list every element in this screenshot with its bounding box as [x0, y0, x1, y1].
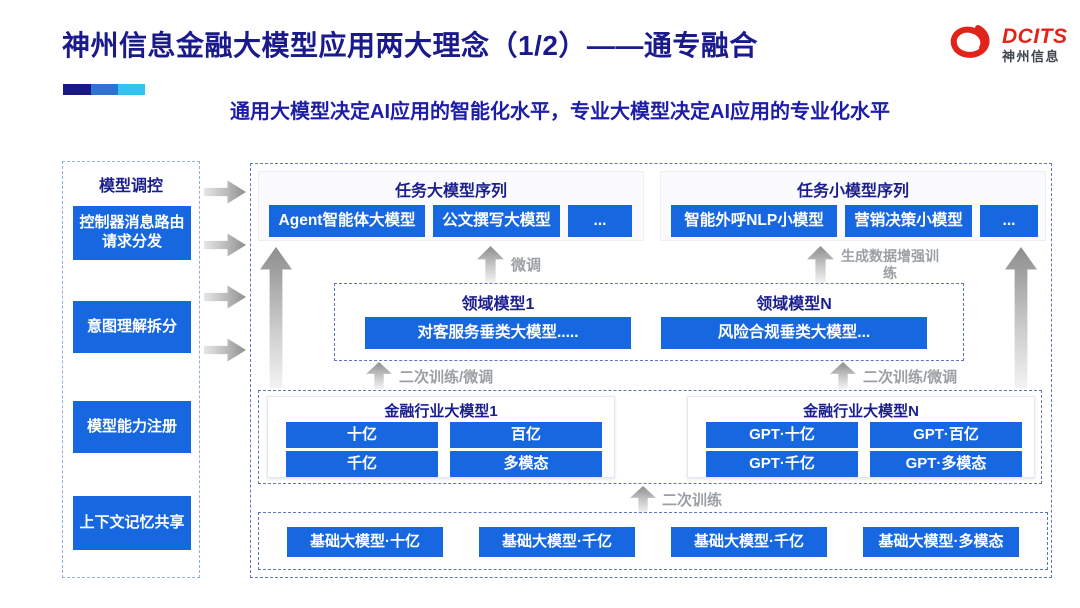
base-model-chip: 基础大模型·千亿	[479, 527, 635, 557]
domain-1-title: 领域模型1	[461, 296, 535, 313]
base-model-chip: 基础大模型·十亿	[287, 527, 443, 557]
retrain-finetune-label: 二次训练/微调	[863, 369, 958, 386]
task-small-items: 智能外呼NLP小模型 营销决策小模型 ...	[671, 205, 1038, 237]
scale-chip: GPT·十亿	[706, 422, 858, 448]
logo-wordmark: DCITS	[1002, 24, 1068, 48]
model-chip: 营销决策小模型	[845, 205, 972, 237]
accent-bar-segment	[91, 84, 118, 95]
right-arrow-icon	[204, 338, 246, 362]
domain-1-model: 对客服务垂类大模型.....	[365, 317, 631, 349]
page-title: 神州信息金融大模型应用两大理念（1/2）——通专融合	[62, 30, 758, 61]
domain-n-title: 领域模型N	[756, 296, 832, 313]
base-model-section: 基础大模型·十亿 基础大模型·千亿 基础大模型·千亿 基础大模型·多模态	[258, 512, 1048, 570]
task-large-model-section: 任务大模型序列 Agent智能体大模型 公文撰写大模型 ...	[258, 171, 644, 241]
model-control-title: 模型调控	[98, 178, 163, 195]
right-arrow-icon	[204, 285, 246, 309]
base-model-chip: 基础大模型·多模态	[863, 527, 1019, 557]
accent-bar-segment	[63, 84, 91, 95]
scale-chip: GPT·百亿	[870, 422, 1022, 448]
scale-chip: 百亿	[450, 422, 602, 448]
domain-n-model: 风险合规垂类大模型...	[661, 317, 927, 349]
sidebar-item-context: 上下文记忆共享	[73, 496, 191, 550]
sidebar-item-router: 控制器消息路由请求分发	[73, 206, 191, 260]
slide-subtitle: 通用大模型决定AI应用的智能化水平，专业大模型决定AI应用的专业化水平	[230, 101, 890, 123]
model-chip: 公文撰写大模型	[433, 205, 560, 237]
task-small-model-section: 任务小模型序列 智能外呼NLP小模型 营销决策小模型 ...	[660, 171, 1046, 241]
model-stack-frame	[250, 163, 1052, 578]
right-arrow-icon	[204, 180, 246, 204]
scale-chip: 多模态	[450, 451, 602, 477]
model-chip-ellipsis: ...	[568, 205, 632, 237]
task-small-title: 任务小模型序列	[796, 183, 909, 200]
dcits-logo: DCITS 神州信息	[944, 20, 1068, 69]
task-large-items: Agent智能体大模型 公文撰写大模型 ...	[269, 205, 632, 237]
retrain-finetune-label: 二次训练/微调	[399, 369, 494, 386]
accent-bar-segment	[118, 84, 145, 95]
scale-chip: GPT·千亿	[706, 451, 858, 477]
task-large-title: 任务大模型序列	[394, 183, 507, 200]
domain-model-section: 领域模型1 对客服务垂类大模型..... 领域模型N 风险合规垂类大模型...	[334, 283, 964, 361]
sidebar-item-intent: 意图理解拆分	[73, 301, 191, 353]
scale-chip: 十亿	[286, 422, 438, 448]
model-control-panel: 模型调控 控制器消息路由请求分发 意图理解拆分 模型能力注册 上下文记忆共享	[62, 161, 200, 578]
augment-train-label: 生成数据增强训练	[841, 248, 939, 281]
model-chip: 智能外呼NLP小模型	[671, 205, 837, 237]
scale-chip: GPT·多模态	[870, 451, 1022, 477]
logo-subtext: 神州信息	[1002, 48, 1061, 64]
base-model-chip: 基础大模型·千亿	[671, 527, 827, 557]
industry-model-1-card: 金融行业大模型1 十亿 百亿 千亿 多模态	[267, 396, 615, 478]
industry-n-title: 金融行业大模型N	[803, 403, 919, 420]
industry-model-n-card: 金融行业大模型N GPT·十亿 GPT·百亿 GPT·千亿 GPT·多模态	[687, 396, 1035, 478]
industry-model-section: 金融行业大模型1 十亿 百亿 千亿 多模态 金融行业大模型N GPT·十亿 GP…	[258, 390, 1042, 484]
industry-1-title: 金融行业大模型1	[384, 403, 498, 420]
accent-bar	[63, 84, 145, 95]
dcits-swirl-icon	[944, 20, 996, 69]
model-chip: Agent智能体大模型	[269, 205, 425, 237]
retrain-label: 二次训练	[662, 492, 723, 509]
right-arrow-icon	[204, 233, 246, 257]
sidebar-item-registry: 模型能力注册	[73, 401, 191, 453]
finetune-label: 微调	[511, 257, 542, 274]
model-chip-ellipsis: ...	[980, 205, 1038, 237]
scale-chip: 千亿	[286, 451, 438, 477]
